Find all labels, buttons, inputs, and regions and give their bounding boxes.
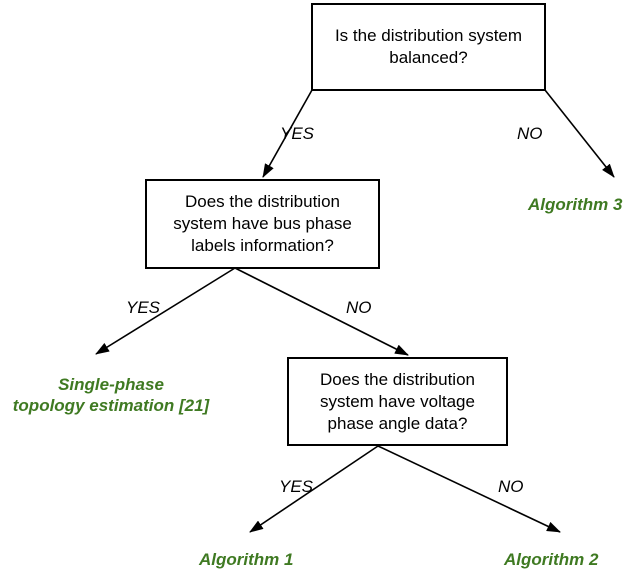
outcome-single-phase-line-1: Single-phase (58, 375, 164, 394)
question-balanced-line-1: Is the distribution system (334, 26, 523, 45)
question-bus-phase-line-3: labels information? (191, 236, 334, 255)
question-voltage-angle-line-2: system have voltage (320, 391, 475, 411)
edge-label-q3-yes: YES (279, 477, 314, 496)
question-voltage-angle-line-1: Does the distribution (320, 369, 475, 389)
edge-label-q2-no: NO (346, 298, 372, 317)
outcome-single-phase-line-2: topology estimation [21] (12, 396, 210, 415)
edge-q1-yes (262, 89, 313, 178)
outcome-algorithm-3: Algorithm 3 (528, 195, 623, 214)
question-balanced-box: Is the distribution system balanced? (311, 3, 546, 91)
question-voltage-angle-box: Does the distribution system have voltag… (287, 357, 508, 446)
edge-label-q1-no: NO (517, 124, 543, 143)
question-voltage-angle-line-3: phase angle data? (327, 413, 468, 433)
edge-q2-no (234, 267, 409, 356)
outcome-single-phase-topology-estimation: Single-phase topology estimation [21] (0, 374, 222, 416)
edge-q3-no (377, 445, 561, 533)
edge-q2-yes (95, 267, 236, 355)
outcome-algorithm-2: Algorithm 2 (504, 550, 599, 569)
question-balanced-line-2: balanced? (389, 48, 468, 67)
question-bus-phase-line-1: Does the distribution (185, 192, 340, 211)
outcome-algorithm-1: Algorithm 1 (199, 550, 294, 569)
edge-label-q3-no: NO (498, 477, 524, 496)
edge-label-q1-yes: YES (280, 124, 315, 143)
question-bus-phase-labels-box: Does the distribution system have bus ph… (145, 179, 380, 269)
edge-label-q2-yes: YES (126, 298, 161, 317)
edge-q3-yes (249, 445, 379, 533)
question-bus-phase-line-2: system have bus phase (173, 214, 352, 233)
edge-q1-no (544, 89, 615, 178)
